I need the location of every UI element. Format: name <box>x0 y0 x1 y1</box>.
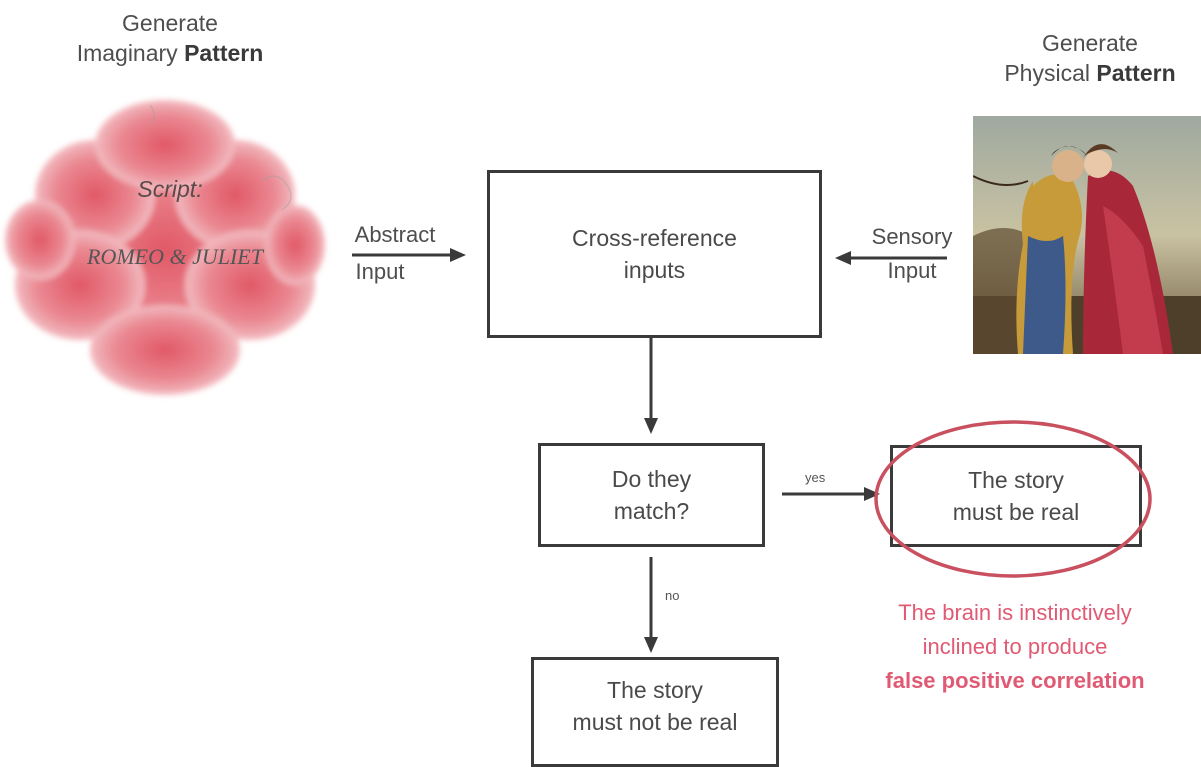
sensory-input-label: Sensory Input <box>852 222 972 286</box>
arrow-down-1 <box>644 338 658 434</box>
story-real-line2: must be real <box>952 499 1080 525</box>
annotation-line1: The brain is instinctively <box>898 600 1132 625</box>
painting-image <box>973 116 1201 354</box>
script-label: Script: <box>137 176 203 202</box>
false-positive-annotation: The brain is instinctively inclined to p… <box>845 596 1185 698</box>
story-real-box: The story must be real <box>890 445 1142 547</box>
physical-heading-bold: Pattern <box>1096 60 1176 86</box>
story-not-real-text: The story must not be real <box>573 674 738 738</box>
highlight-ellipse <box>874 420 1152 578</box>
story-real-line1: The story <box>968 467 1064 493</box>
story-not-real-box: The story must not be real <box>531 657 779 767</box>
sensory-line2: Input <box>887 258 937 283</box>
match-text: Do they match? <box>612 463 691 527</box>
script-title: ROMEO & JULIET <box>87 244 263 269</box>
match-line2: match? <box>613 498 690 524</box>
match-decision-box: Do they match? <box>538 443 765 547</box>
sensory-line1: Sensory <box>871 224 953 249</box>
cross-reference-line2: inputs <box>623 257 686 283</box>
cross-reference-text: Cross-reference inputs <box>572 222 737 286</box>
sensory-arrow <box>835 251 947 265</box>
physical-heading-pre: Physical <box>1004 60 1097 86</box>
annotation-line2: inclined to produce <box>922 634 1108 659</box>
abstract-input-label2: Input <box>330 257 430 287</box>
story-not-real-line2: must not be real <box>572 709 738 735</box>
imaginary-heading-line1: Generate <box>122 10 218 36</box>
annotation-line3: false positive correlation <box>885 668 1145 693</box>
story-real-text: The story must be real <box>953 464 1080 528</box>
physical-pattern-heading: Generate Physical Pattern <box>960 28 1201 88</box>
physical-heading-line2: Physical Pattern <box>960 58 1201 88</box>
abstract-line2: Input <box>355 259 405 284</box>
abstract-input-label: Abstract <box>335 220 455 250</box>
thought-bubble-image <box>5 100 325 395</box>
match-line1: Do they <box>611 466 692 492</box>
arrow-down-2 <box>644 557 658 653</box>
imaginary-heading-line2: Imaginary Pattern <box>40 38 300 68</box>
abstract-line1: Abstract <box>354 222 436 247</box>
imaginary-heading-pre: Imaginary <box>76 40 185 66</box>
yes-label: yes <box>805 470 826 485</box>
imaginary-pattern-heading: Generate Imaginary Pattern <box>40 8 300 68</box>
abstract-arrow <box>352 248 466 262</box>
story-not-real-line1: The story <box>607 677 703 703</box>
physical-heading-line1: Generate <box>1042 30 1138 56</box>
cross-reference-line1: Cross-reference <box>572 225 737 251</box>
yes-arrow <box>782 487 880 501</box>
no-label: no <box>665 588 680 603</box>
cross-reference-box: Cross-reference inputs <box>487 170 822 338</box>
imaginary-heading-bold: Pattern <box>184 40 264 66</box>
